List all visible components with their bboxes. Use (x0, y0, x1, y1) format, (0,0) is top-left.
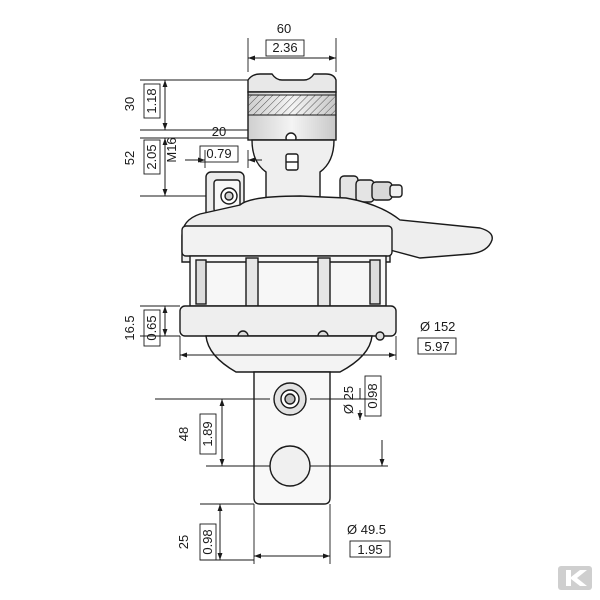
dimension-lines (162, 55, 396, 560)
lower-pin-hole (269, 445, 311, 487)
flange-diameter-in: 5.97 (424, 339, 449, 354)
shaft-width-in: 1.95 (357, 542, 382, 557)
shaft-width-mm: Ø 49.5 (347, 522, 386, 537)
head-height-mm: 30 (122, 97, 137, 111)
flange (179, 305, 397, 337)
head-height-in: 1.18 (144, 88, 159, 113)
upper-height-in: 2.05 (144, 144, 159, 169)
bottom-length-mm: 25 (176, 535, 191, 549)
top-width-in: 2.36 (272, 40, 297, 55)
pin-diameter-mm: Ø 25 (341, 386, 356, 414)
dimension-labels: 60 2.36 30 1.18 52 2.05 M16 20 0.79 16.5… (122, 21, 455, 557)
brand-logo (558, 566, 592, 590)
flange-height-mm: 16.5 (122, 315, 137, 340)
port-offset-mm: 20 (212, 124, 226, 139)
bolt-ring (189, 255, 387, 307)
rotator-body (179, 73, 493, 505)
flange-diameter-mm: Ø 152 (420, 319, 455, 334)
hole-spacing-mm: 48 (176, 427, 191, 441)
top-width-mm: 60 (277, 21, 291, 36)
hole-spacing-in: 1.89 (200, 421, 215, 446)
lower-taper (205, 335, 373, 373)
upper-pin-hole (273, 382, 307, 416)
pin-diameter-in: 0.98 (365, 383, 380, 408)
thread-label: M16 (164, 137, 179, 162)
flange-height-in: 0.65 (144, 315, 159, 340)
bottom-length-in: 0.98 (200, 529, 215, 554)
inch-boxes (143, 39, 457, 561)
port-offset-in: 0.79 (206, 146, 231, 161)
top-link-head (247, 73, 337, 144)
upper-height-mm: 52 (122, 151, 137, 165)
